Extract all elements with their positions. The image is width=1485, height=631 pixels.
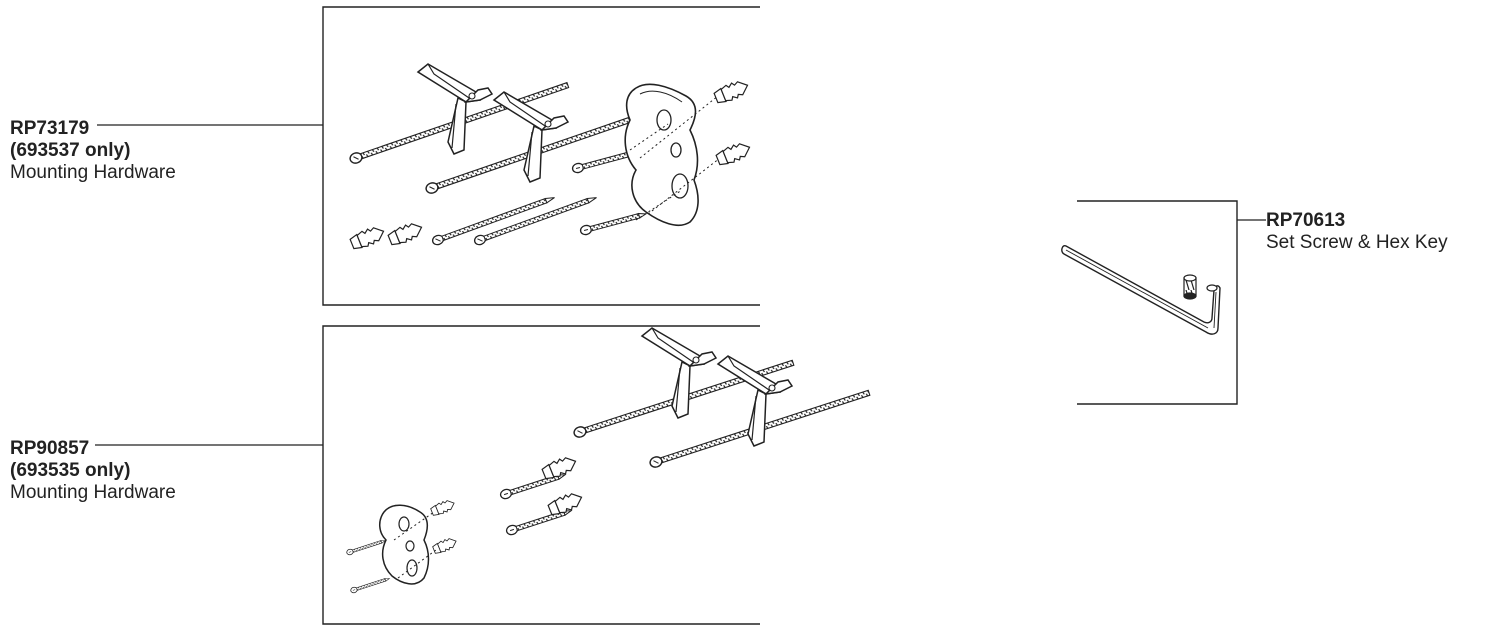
part-number: RP90857: [10, 438, 90, 459]
screw-icon: [349, 575, 391, 594]
part-description: Mounting Hardware: [10, 162, 176, 183]
mounting-plate-icon: [624, 83, 699, 227]
alignment-lines: [629, 95, 721, 221]
part-number: RP73179: [10, 118, 90, 139]
hex-key-icon: [1061, 245, 1221, 335]
frame-rp90857: [95, 325, 872, 625]
wall-anchor-icon: [431, 535, 459, 556]
set-screw-icon: [1183, 274, 1197, 300]
wall-anchor-icon: [714, 139, 754, 169]
wall-anchor-icon: [712, 77, 752, 107]
callout-rp70613: RP70613 Set Screw & Hex Key: [1266, 210, 1448, 254]
part-description: Set Screw & Hex Key: [1266, 232, 1448, 253]
callout-rp90857: RP90857 (693535 only) Mounting Hardware: [10, 438, 176, 504]
part-note: (693535 only): [10, 460, 131, 481]
frame-rp70613: [1061, 200, 1266, 405]
part-description: Mounting Hardware: [10, 482, 176, 503]
callout-rp73179: RP73179 (693537 only) Mounting Hardware: [10, 118, 176, 184]
wall-anchor-icon: [348, 223, 388, 253]
part-note: (693537 only): [10, 140, 131, 161]
wall-anchor-icon: [429, 497, 457, 518]
mounting-plate-icon: [379, 504, 430, 585]
part-number: RP70613: [1266, 210, 1346, 231]
screw-icon: [345, 537, 387, 556]
frame-rp73179: [97, 6, 760, 306]
alignment-lines: [393, 511, 437, 579]
screw-icon: [578, 208, 648, 237]
wall-anchor-icon: [386, 219, 426, 249]
